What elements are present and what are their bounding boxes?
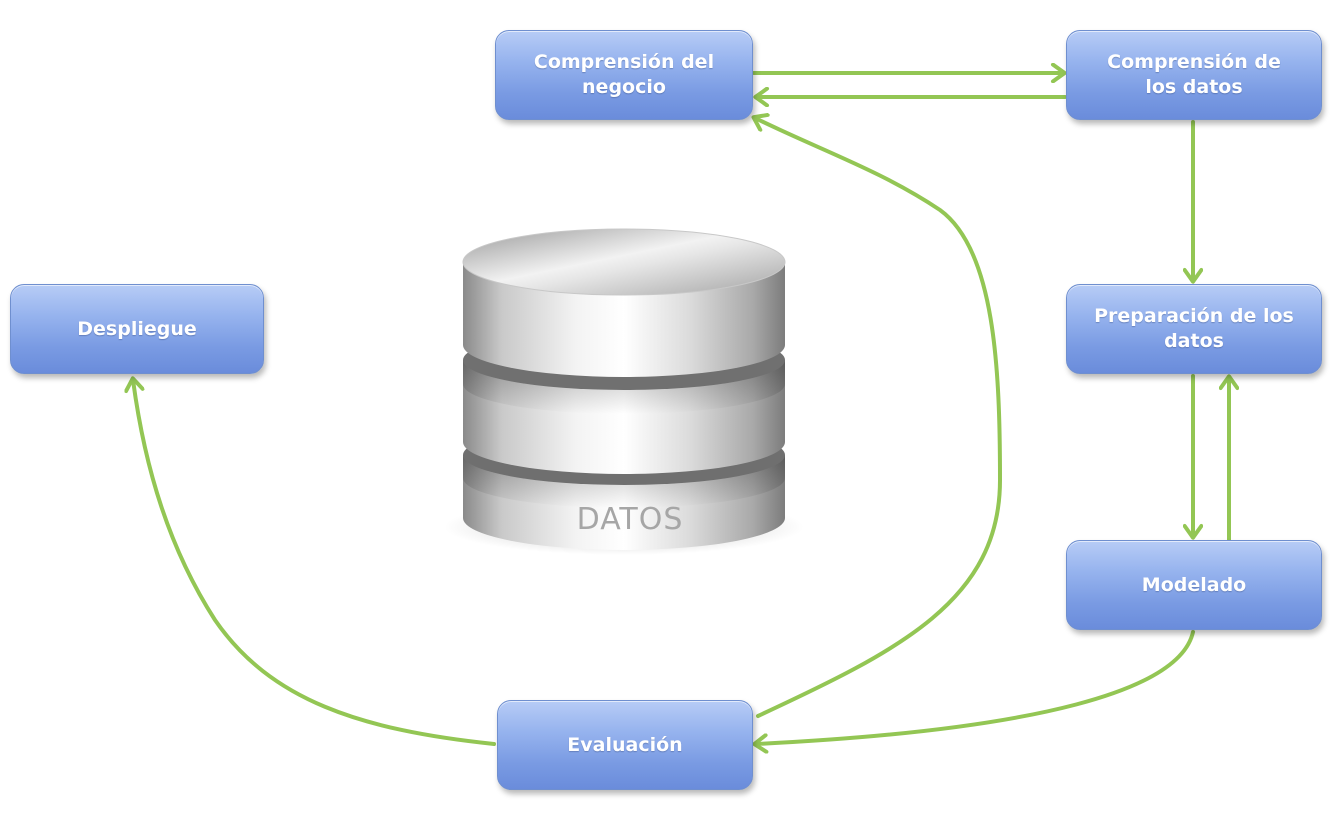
node-evaluation[interactable]: Evaluación — [497, 700, 753, 790]
database-label: DATOS — [577, 502, 684, 537]
node-label: Evaluación — [567, 733, 683, 756]
node-data-preparation[interactable]: Preparación de los datos — [1066, 284, 1322, 374]
arrow-eval-to-business — [755, 118, 1003, 718]
node-label: Modelado — [1141, 573, 1247, 596]
node-label: Comprensión de los datos — [1107, 51, 1281, 98]
arrow-model-to-eval — [756, 630, 1195, 744]
node-deployment[interactable]: Despliegue — [10, 284, 264, 374]
node-modeling[interactable]: Modelado — [1066, 540, 1322, 630]
arrow-eval-to-deploy — [133, 380, 496, 746]
node-data-understanding[interactable]: Comprensión de los datos — [1066, 30, 1322, 120]
node-label: Despliegue — [77, 317, 197, 340]
database-cylinder-icon: DATOS — [444, 228, 804, 555]
node-label: Preparación de los datos — [1094, 305, 1294, 352]
node-label: Comprensión del negocio — [533, 51, 715, 98]
node-business-understanding[interactable]: Comprensión del negocio — [495, 30, 753, 120]
